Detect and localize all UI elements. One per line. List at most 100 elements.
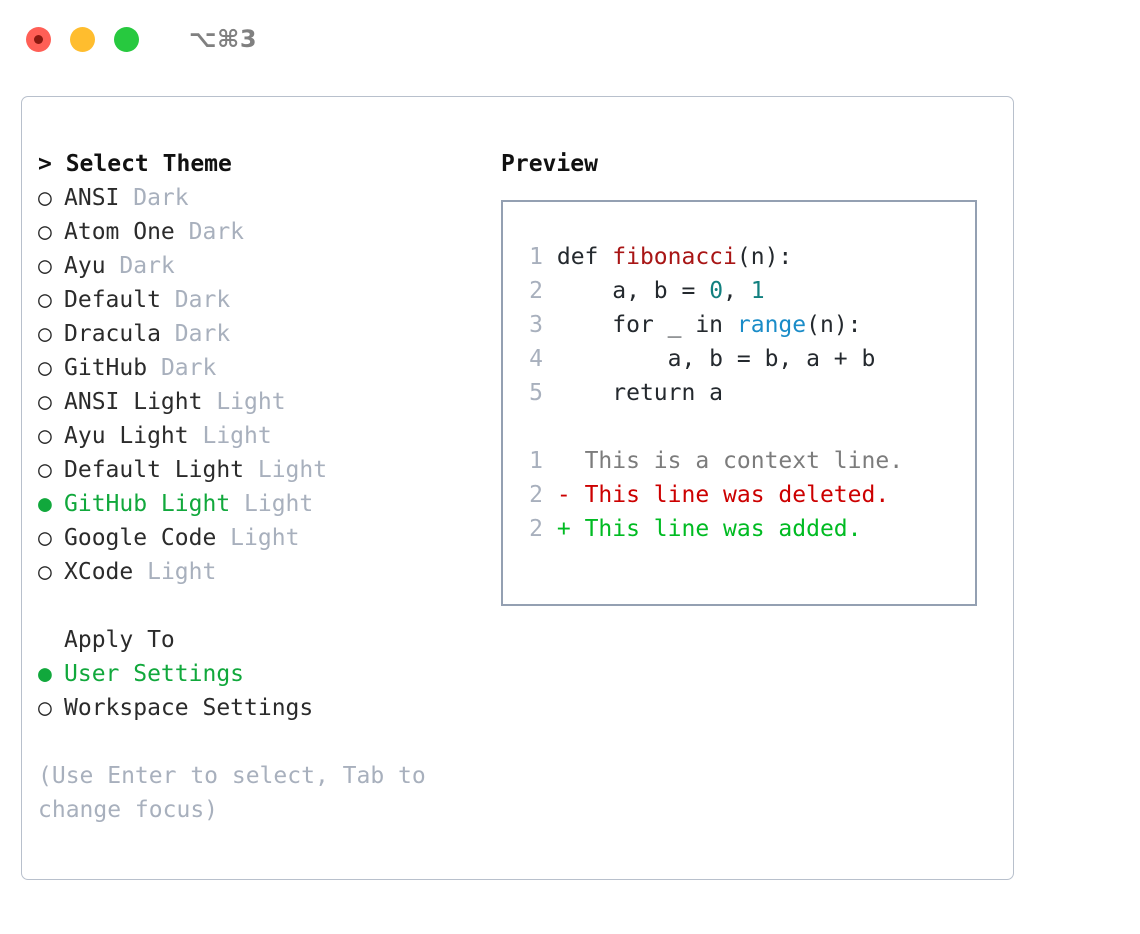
diff-line-ctx: 1 This is a context line. [521,444,975,478]
theme-option-label: Ayu Light [64,423,189,449]
theme-variant-badge: Dark [160,287,231,313]
theme-option-ayu-light[interactable]: ○ Ayu Light Light [38,419,468,453]
radio-unselected-icon: ○ [38,355,52,381]
line-number: 1 [529,448,543,474]
code-token-num: 1 [750,278,765,304]
line-number: 2 [529,278,543,304]
apply-to-option-label: User Settings [64,661,245,687]
theme-variant-badge: Light [133,559,217,585]
theme-option-label: Dracula [64,321,161,347]
apply-to-option-user-settings[interactable]: ●User Settings [38,657,468,691]
list-spacer [38,589,468,623]
diff-sign [557,448,585,474]
theme-variant-badge: Light [230,491,314,517]
preview-column: Preview 1 def fibonacci(n):2 a, b = 0, 1… [501,147,991,606]
apply-to-option-label: Workspace Settings [64,695,314,721]
theme-option-ayu[interactable]: ○Ayu Dark [38,249,468,283]
code-line: 1 def fibonacci(n): [521,240,975,274]
preview-heading: Preview [501,151,598,177]
diff-text: This line was added. [584,516,862,542]
theme-option-label: ANSI [64,185,120,211]
panel-columns: > Select Theme ○ANSI Dark○Atom One Dark○… [22,97,1013,879]
close-window-button[interactable] [26,26,51,52]
theme-variant-badge: Light [202,389,286,415]
code-token-num: 0 [709,278,724,304]
minimize-window-button[interactable] [70,26,95,52]
code-token-plain: a, b = b, a + b [556,346,876,372]
keyboard-hint-text: (Use Enter to select, Tab to change focu… [38,763,426,823]
code-token-plain: for _ in [556,312,737,338]
radio-unselected-icon: ○ [38,185,52,211]
theme-option-default[interactable]: ○ Default Dark [38,283,468,317]
theme-option-label: Google Code [64,525,217,551]
theme-option-github[interactable]: ○ GitHub Dark [38,351,468,385]
code-line: 4 a, b = b, a + b [521,342,975,376]
theme-option-label: XCode [64,559,134,585]
theme-option-github-light[interactable]: ● GitHub Light Light [38,487,468,521]
theme-option-label: Atom One [64,219,175,245]
code-token-call: range [736,312,807,338]
theme-option-ansi[interactable]: ○ANSI Dark [38,181,468,215]
apply-to-heading: Apply To [64,627,175,653]
theme-option-google-code[interactable]: ○ Google Code Light [38,521,468,555]
theme-option-label: Ayu [64,253,106,279]
line-number: 2 [529,516,543,542]
apply-to-option-workspace-settings[interactable]: ○ Workspace Settings [38,691,468,725]
line-number: 2 [529,482,543,508]
theme-option-label: Default [64,287,161,313]
code-token-fn: fibonacci [612,244,737,270]
code-line: 2 a, b = 0, 1 [521,274,975,308]
radio-unselected-icon: ○ [38,389,52,415]
theme-option-label: GitHub [64,355,148,381]
theme-option-default-light[interactable]: ○Default Light Light [38,453,468,487]
code-token-plain: (n): [736,244,793,270]
select-theme-heading: > Select Theme [38,151,232,177]
radio-unselected-icon: ○ [38,321,52,347]
radio-unselected-icon: ○ [38,525,52,551]
radio-unselected-icon: ○ [38,219,52,245]
theme-variant-badge: Dark [160,321,231,347]
radio-unselected-icon: ○ [38,287,52,313]
code-token-plain: , [723,278,751,304]
radio-unselected-icon: ○ [38,695,52,721]
theme-option-label: Default Light [64,457,245,483]
code-token-plain: return a [556,380,724,406]
diff-text: This is a context line. [584,448,904,474]
apply-to-list: ●User Settings ○ Workspace Settings [38,657,468,725]
traffic-light-group [26,26,139,52]
diff-sign: + [556,516,585,542]
line-number: 1 [529,244,543,270]
radio-unselected-icon: ○ [38,559,52,585]
theme-variant-badge: Dark [147,355,217,381]
diff-line-add: 2 + This line was added. [521,512,975,546]
title-bar: ⌥⌘3 [0,0,1140,78]
theme-option-xcode[interactable]: ○ XCode Light [38,555,468,589]
diff-line-del: 2 - This line was deleted. [521,478,975,512]
code-line: 5 return a [521,376,975,410]
theme-list: ○ANSI Dark○Atom One Dark○Ayu Dark○Defaul… [38,181,468,589]
theme-selector-column: > Select Theme ○ANSI Dark○Atom One Dark○… [38,147,468,827]
code-line: 3 for _ in range(n): [521,308,975,342]
theme-variant-badge: Dark [174,219,245,245]
diff-sign: - [556,482,585,508]
radio-selected-icon: ● [38,491,52,517]
theme-variant-badge: Light [216,525,300,551]
theme-variant-badge: Light [188,423,272,449]
radio-unselected-icon: ○ [38,423,52,449]
code-token-plain: def [556,244,613,270]
diff-sample: 1 This is a context line.2 - This line w… [521,444,975,546]
theme-variant-badge: Dark [105,253,175,279]
theme-option-atom-one[interactable]: ○ Atom One Dark [38,215,468,249]
keyboard-shortcut-label: ⌥⌘3 [189,25,258,53]
theme-option-ansi-light[interactable]: ○ANSI Light Light [38,385,468,419]
preview-gap [521,410,975,444]
maximize-window-button[interactable] [114,26,139,52]
diff-text: This line was deleted. [584,482,890,508]
main-panel: > Select Theme ○ANSI Dark○Atom One Dark○… [21,96,1014,880]
line-number: 4 [529,346,543,372]
theme-option-label: GitHub Light [64,491,231,517]
theme-option-dracula[interactable]: ○ Dracula Dark [38,317,468,351]
